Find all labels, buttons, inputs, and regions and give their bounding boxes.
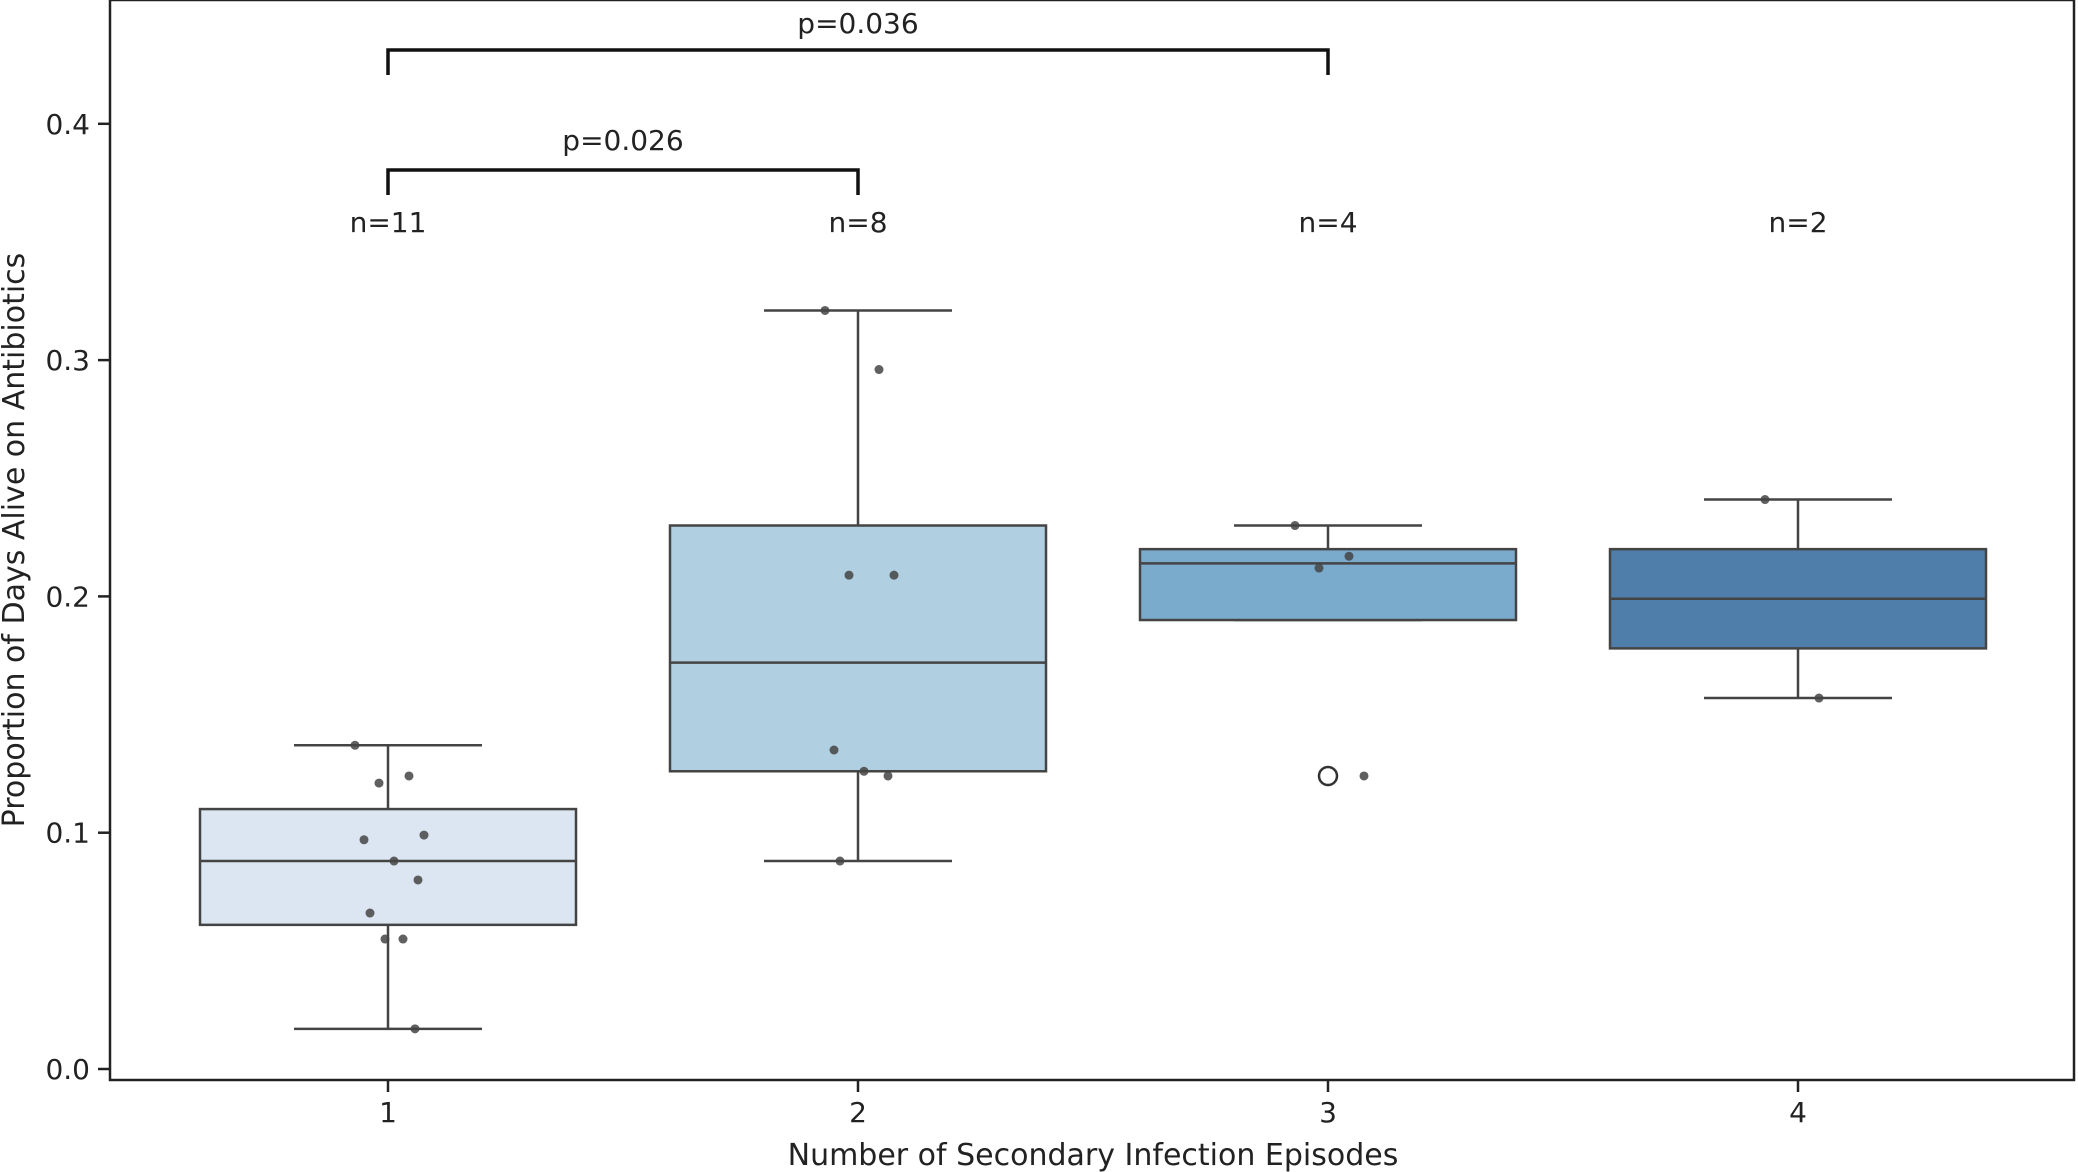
y-tick-label: 0.0 <box>45 1053 90 1086</box>
n-label: n=2 <box>1768 206 1827 239</box>
data-point <box>365 908 375 918</box>
y-tick-label: 0.1 <box>45 817 90 850</box>
x-tick-label: 2 <box>849 1096 867 1129</box>
data-point <box>844 570 854 580</box>
y-tick-label: 0.3 <box>45 344 90 377</box>
data-point <box>1359 771 1369 781</box>
plot-frame <box>108 0 2076 1082</box>
n-label: n=11 <box>350 206 427 239</box>
data-point <box>889 570 899 580</box>
data-point <box>874 365 884 375</box>
data-point <box>835 856 845 866</box>
significance-bracket <box>386 168 860 195</box>
points-layer <box>350 305 1824 1034</box>
data-point <box>398 934 408 944</box>
data-point <box>404 771 414 781</box>
data-point <box>1290 521 1300 531</box>
annotations-layer: n=11 n=8 n=4 n=2 p=0.026 p=0.036 <box>350 7 1828 239</box>
data-point <box>410 1024 420 1034</box>
y-tick-label: 0.4 <box>45 108 90 141</box>
data-point <box>859 766 869 776</box>
data-point <box>1314 563 1324 573</box>
x-axis: 1 2 3 4 <box>379 1080 1807 1129</box>
data-point <box>1760 495 1770 505</box>
significance-label: p=0.026 <box>562 124 683 157</box>
data-point <box>419 830 429 840</box>
n-label: n=4 <box>1298 206 1357 239</box>
data-point <box>413 875 423 885</box>
x-tick-label: 4 <box>1789 1096 1807 1129</box>
data-point <box>829 745 839 755</box>
data-point <box>389 856 399 866</box>
significance-bracket <box>386 48 1330 75</box>
x-tick-label: 1 <box>379 1096 397 1129</box>
data-point <box>350 740 360 750</box>
box-iqr <box>198 807 578 927</box>
significance-label: p=0.036 <box>797 7 918 40</box>
data-point <box>359 835 369 845</box>
boxes-layer <box>198 309 1988 1031</box>
data-point <box>380 934 390 944</box>
data-point <box>374 778 384 788</box>
outlier-marker <box>1317 765 1339 787</box>
n-label: n=8 <box>828 206 887 239</box>
x-axis-label: Number of Secondary Infection Episodes <box>788 1138 1399 1172</box>
data-point <box>883 771 893 781</box>
data-point <box>1344 551 1354 561</box>
box-iqr <box>668 524 1048 773</box>
box-iqr <box>1138 547 1518 622</box>
data-point <box>820 305 830 315</box>
y-axis: 0.0 0.1 0.2 0.3 0.4 <box>45 108 110 1086</box>
y-tick-label: 0.2 <box>45 580 90 613</box>
x-tick-label: 3 <box>1319 1096 1337 1129</box>
y-axis-label: Proportion of Days Alive on Antibiotics <box>0 253 32 828</box>
data-point <box>1814 693 1824 703</box>
